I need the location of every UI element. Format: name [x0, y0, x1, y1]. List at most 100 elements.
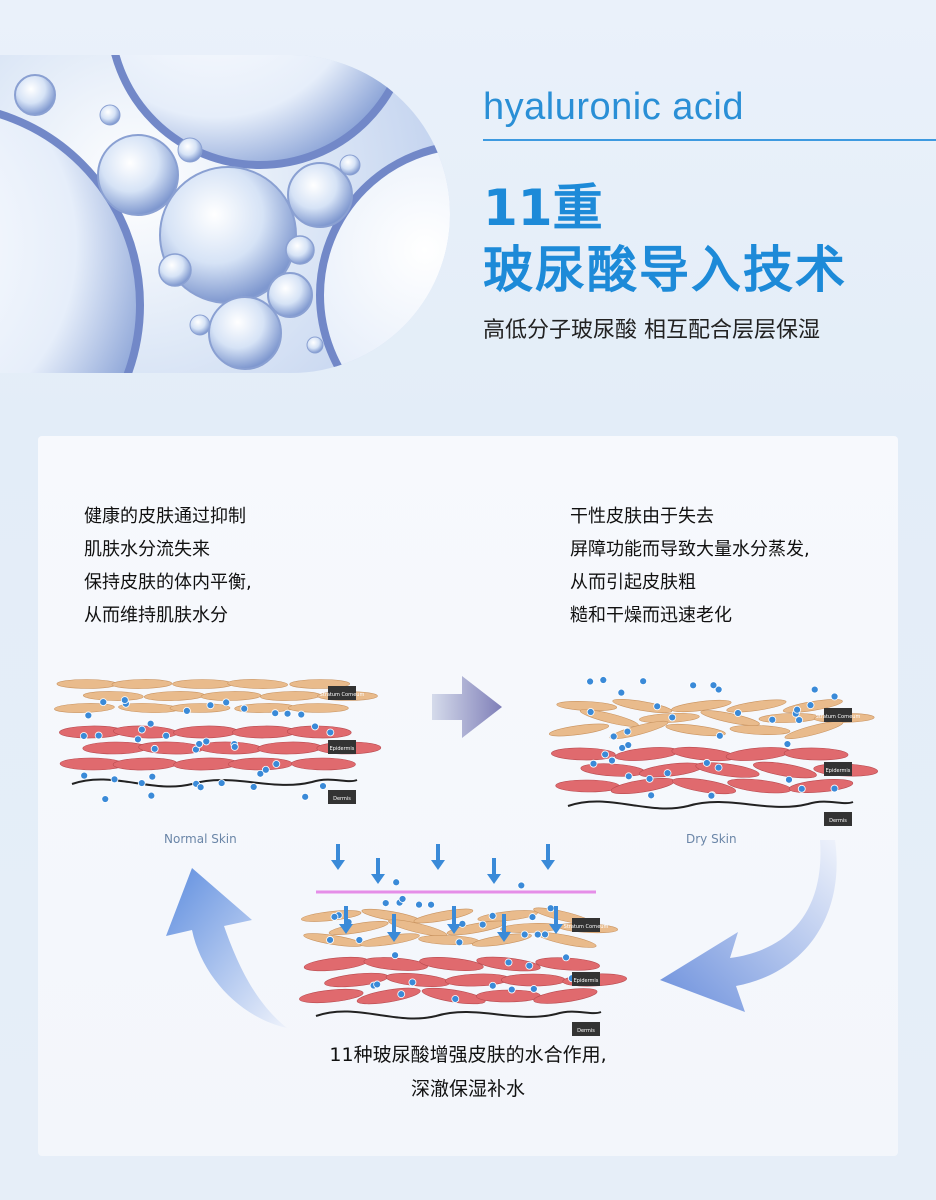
- stratum-cell: [784, 720, 844, 740]
- bubble: [189, 314, 211, 336]
- epidermis-cell: [695, 762, 760, 778]
- water-droplet: [734, 709, 742, 717]
- layer-tag: Stratum Corneum: [320, 686, 364, 700]
- stratum-cell: [260, 691, 321, 701]
- layer-tag: Epidermis: [572, 972, 600, 986]
- dermis-line: [315, 1010, 602, 1020]
- water-droplet: [79, 732, 88, 740]
- treated-skin-caption-line1: 11种玻尿酸增强皮肤的水合作用,: [329, 1044, 607, 1066]
- water-droplet: [240, 704, 249, 713]
- water-droplet: [714, 685, 723, 694]
- arrow-head: [387, 932, 401, 942]
- arrow-head: [447, 924, 461, 934]
- water-droplet: [415, 900, 423, 909]
- epidermis-cell: [475, 989, 541, 1003]
- layer-tag: Stratum Corneum: [816, 708, 861, 722]
- epidermis-cell: [291, 757, 356, 771]
- skin-comparison-panel: [38, 436, 898, 1156]
- arrow-shaft: [502, 914, 506, 932]
- water-droplet: [355, 936, 364, 944]
- layer-tag: Epidermis: [328, 740, 356, 754]
- arrow-head: [331, 860, 345, 870]
- description-line: 从而引起皮肤粗: [570, 572, 696, 593]
- water-droplet: [256, 769, 265, 778]
- water-droplet: [271, 709, 280, 718]
- water-droplet: [589, 759, 598, 768]
- water-droplet: [261, 765, 270, 774]
- water-droplet: [639, 677, 648, 686]
- water-droplet: [330, 912, 339, 921]
- water-droplet: [488, 911, 497, 920]
- water-droplet: [504, 958, 513, 967]
- water-droplet: [427, 900, 435, 909]
- arrow-shaft: [492, 858, 496, 874]
- bubble: [285, 235, 315, 265]
- description-line: 屏障功能而导致大量水分蒸发,: [570, 539, 810, 560]
- stratum-cell: [612, 698, 673, 714]
- water-droplet: [714, 763, 723, 772]
- layer-tag-box: [572, 918, 600, 932]
- water-droplet: [715, 731, 724, 740]
- water-droplet: [311, 722, 319, 731]
- epidermis-cell: [533, 988, 598, 1004]
- arrow-shaft: [376, 858, 380, 874]
- water-droplet: [525, 961, 534, 970]
- bubble: [208, 296, 282, 370]
- bubble: [14, 74, 56, 116]
- water-droplet: [507, 985, 516, 994]
- layer-tag-box: [328, 740, 356, 754]
- water-droplet: [381, 899, 390, 908]
- water-droplet: [398, 895, 407, 903]
- water-droplet: [230, 743, 239, 751]
- layer-tag: Dermis: [824, 812, 852, 826]
- water-droplet: [455, 938, 464, 947]
- dry-skin-description: 干性皮肤由于失去 屏障功能而导致大量水分蒸发, 从而引起皮肤粗 糙和干燥而迅速老…: [570, 500, 810, 632]
- water-droplet: [689, 681, 698, 690]
- stratum-cell: [143, 691, 205, 701]
- stratum-cell: [328, 921, 389, 935]
- layer-tag-box: [328, 790, 356, 804]
- water-droplet: [783, 740, 792, 748]
- bubble: [158, 253, 192, 287]
- water-droplet: [488, 981, 497, 990]
- stratum-cell: [726, 699, 787, 713]
- water-droplet: [326, 936, 334, 944]
- dry-skin-label: Dry Skin: [686, 832, 737, 846]
- water-droplet: [528, 913, 537, 921]
- layer-tag-text: Stratum Corneum: [816, 714, 861, 720]
- water-droplet: [195, 740, 204, 748]
- layer-tag: Dermis: [572, 1022, 600, 1036]
- epidermis-cell: [385, 973, 451, 987]
- water-droplet: [134, 735, 142, 744]
- epidermis-cell: [257, 741, 323, 755]
- water-droplet: [397, 990, 406, 999]
- layer-tag-text: Epidermis: [574, 978, 599, 984]
- water-droplet: [533, 930, 542, 939]
- water-droplet: [148, 772, 157, 781]
- water-droplet: [373, 980, 382, 989]
- arrow-shaft: [392, 914, 396, 932]
- stratum-cell: [548, 723, 610, 737]
- epidermis-cell: [112, 757, 178, 771]
- down-arrow-icon: [331, 844, 345, 870]
- down-arrow-icon: [431, 844, 445, 870]
- water-droplet: [608, 756, 616, 765]
- water-droplet: [301, 792, 310, 801]
- water-droplet: [326, 728, 335, 737]
- page-subtitle: 高低分子玻尿酸 相互配合层层保湿: [483, 318, 820, 343]
- water-droplet: [137, 779, 146, 787]
- layer-tag-text: Dermis: [577, 1028, 595, 1034]
- bubble: [97, 134, 179, 216]
- normal-skin-description: 健康的皮肤通过抑制 肌肤水分流失来 保持皮肤的体内平衡, 从而维持肌肤水分: [84, 500, 252, 632]
- water-droplet: [795, 716, 804, 724]
- description-line: 从而维持肌肤水分: [84, 605, 228, 626]
- water-droplet: [541, 930, 549, 939]
- water-droplet: [137, 725, 146, 734]
- water-droplet: [408, 978, 417, 987]
- water-droplet: [647, 791, 656, 800]
- epidermis-cell: [286, 725, 352, 739]
- curved-arrow-up-left-icon: [166, 868, 287, 1028]
- water-droplet: [110, 775, 119, 784]
- water-droplet: [806, 701, 815, 710]
